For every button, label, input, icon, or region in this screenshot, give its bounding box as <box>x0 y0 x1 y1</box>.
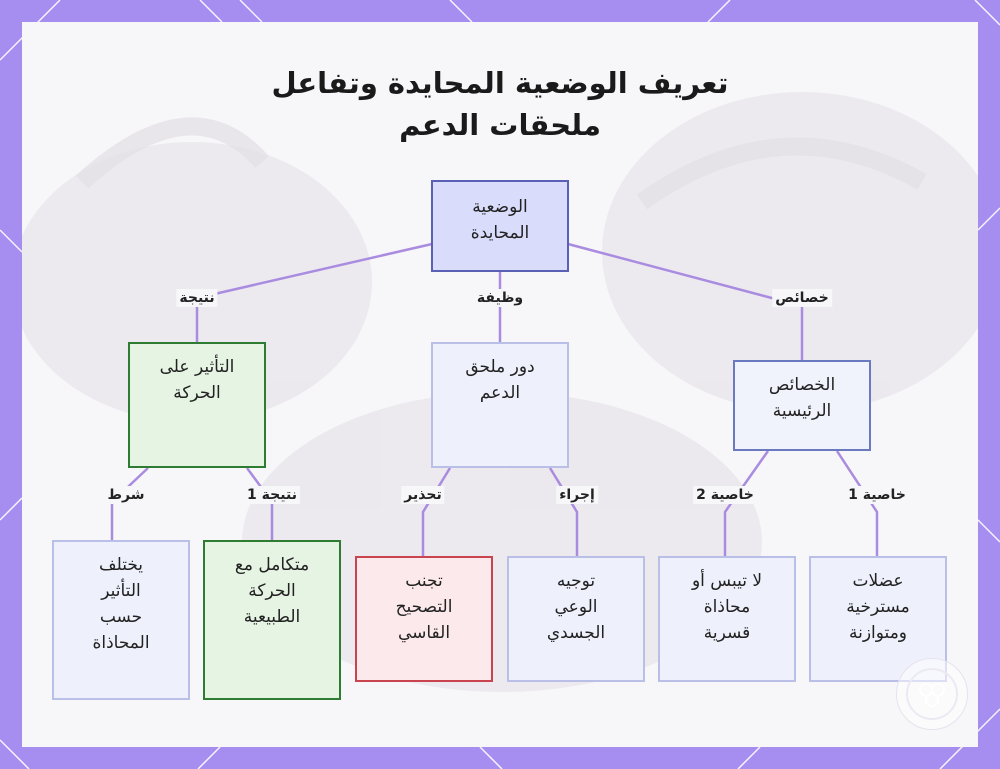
node-no-stiffness: لا تيبس أو محاذاة قسرية <box>658 556 796 682</box>
node-label: دور ملحق الدعم <box>465 357 535 403</box>
edge-label-condition: شرط <box>104 486 148 504</box>
node-main-features: الخصائص الرئيسية <box>733 360 871 451</box>
edge-label-procedure: إجراء <box>556 486 598 504</box>
node-label: عضلات مسترخية ومتوازنة <box>846 571 910 643</box>
edge-label-feature1: خاصية 1 <box>845 486 909 504</box>
node-integrated-with-movement: متكامل مع الحركة الطبيعية <box>203 540 341 700</box>
title-line-2: ملحقات الدعم <box>399 108 601 142</box>
node-label: التأثير على الحركة <box>159 357 235 403</box>
node-label: الوضعية المحايدة <box>470 197 530 243</box>
edge-label-feature2: خاصية 2 <box>693 486 757 504</box>
node-label: لا تيبس أو محاذاة قسرية <box>691 571 763 643</box>
edge-label-result1: نتيجة 1 <box>244 486 300 504</box>
node-label: تجنب التصحيح القاسي <box>395 571 453 643</box>
node-label: الخصائص الرئيسية <box>768 375 836 421</box>
edge-label-warning: تحذير <box>401 486 445 504</box>
node-effect-on-movement: التأثير على الحركة <box>128 342 266 468</box>
node-label: يختلف التأثير حسب المحاذاة <box>92 555 150 653</box>
edge-label-function: وظيفة <box>473 289 527 307</box>
edge-label-result: نتيجة <box>176 289 218 307</box>
diagram-title: تعريف الوضعية المحايدة وتفاعل ملحقات الد… <box>200 62 800 146</box>
edge-label-characteristics: خصائص <box>772 289 832 307</box>
node-support-role: دور ملحق الدعم <box>431 342 569 468</box>
brand-logo-icon <box>896 658 968 730</box>
node-guide-body-awareness: توجيه الوعي الجسدي <box>507 556 645 682</box>
node-avoid-harsh-correction: تجنب التصحيح القاسي <box>355 556 493 682</box>
node-varies-by-alignment: يختلف التأثير حسب المحاذاة <box>52 540 190 700</box>
node-neutral-posture: الوضعية المحايدة <box>431 180 569 272</box>
title-line-1: تعريف الوضعية المحايدة وتفاعل <box>271 66 729 100</box>
node-label: متكامل مع الحركة الطبيعية <box>234 555 310 627</box>
diagram-card: الوضعية المحايدة التأثير على الحركة دور … <box>22 22 978 747</box>
node-label: توجيه الوعي الجسدي <box>546 571 606 643</box>
